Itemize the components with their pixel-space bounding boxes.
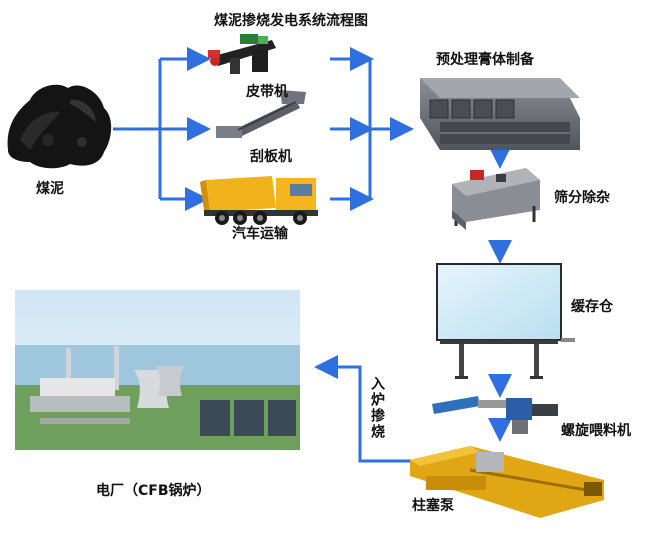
label-plunger-pump: 柱塞泵 xyxy=(412,498,454,514)
power-plant-image xyxy=(15,290,300,450)
scraper-conveyor-image xyxy=(216,90,306,138)
label-screening: 筛分除杂 xyxy=(554,190,610,206)
arrow-pump-to-plant xyxy=(314,355,412,463)
coal-slime-pile-image xyxy=(7,84,112,169)
buffer-silo-image xyxy=(436,263,575,379)
plunger-pump-image xyxy=(410,446,604,518)
label-screw-feeder: 螺旋喂料机 xyxy=(561,423,631,439)
belt-conveyor-image xyxy=(208,34,276,74)
vibrating-screen-image xyxy=(452,168,540,230)
label-truck-transport: 汽车运输 xyxy=(232,226,288,242)
label-pretreatment: 预处理膏体制备 xyxy=(436,52,534,68)
label-into-furnace: 入炉掺烧 xyxy=(369,376,385,440)
label-belt-conveyor: 皮带机 xyxy=(246,84,288,100)
pretreatment-machine-image xyxy=(420,78,580,150)
label-buffer-silo: 缓存仓 xyxy=(571,299,613,315)
dump-truck-image xyxy=(200,176,318,225)
diagram-title: 煤泥掺烧发电系统流程图 xyxy=(214,13,368,29)
label-coal-slime: 煤泥 xyxy=(36,181,64,197)
connector-arrows xyxy=(113,47,512,463)
screw-feeder-image xyxy=(432,396,558,434)
label-power-plant: 电厂（CFB锅炉） xyxy=(96,483,211,499)
label-scraper-conveyor: 刮板机 xyxy=(250,149,292,165)
